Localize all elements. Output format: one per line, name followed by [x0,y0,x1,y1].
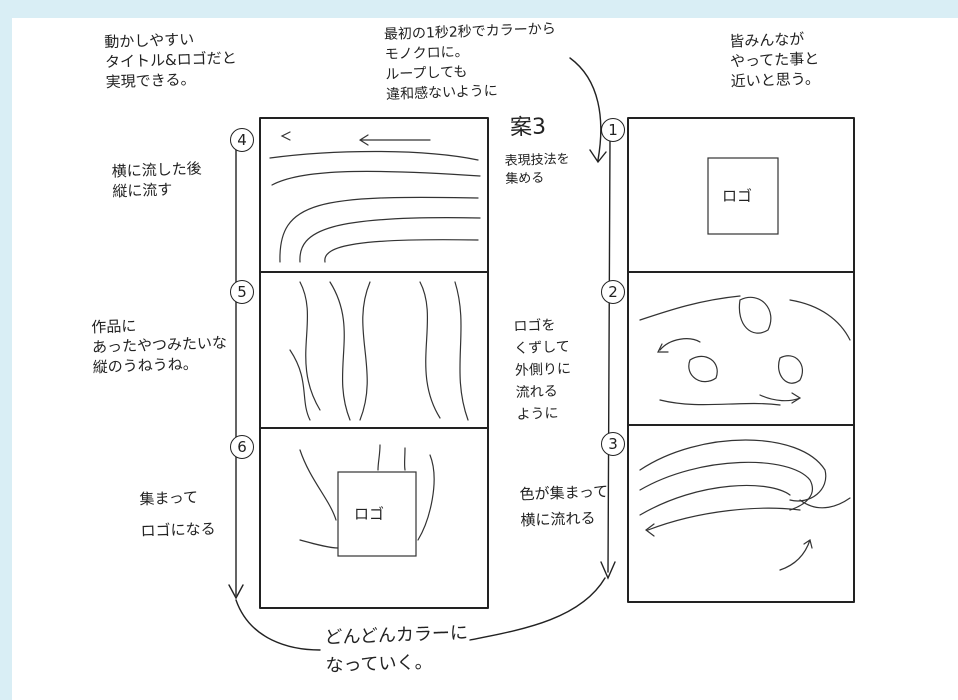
step4-note: 横に流した後 縦に流す [111,159,202,201]
panel1-logo-box [707,157,779,235]
step5-note: 作品に あったやつみたいな 縦のうねうね。 [91,316,228,377]
panel1-logo-label: ロゴ [722,187,753,205]
step3-note: 色が集まって 横に流れる [519,482,609,530]
bottom-note: どんどんカラーに なっていく。 [324,622,469,677]
note-top-right: 皆みんなが やってた事と 近いと思う。 [729,29,821,91]
step-6-badge: 6 [230,435,254,459]
step-1-badge: 1 [601,118,625,142]
panel6-logo-box [337,471,417,557]
right-storyboard-frame [627,117,855,603]
step2-note: ロゴを くずして 外側りに 流れる ように [513,317,572,423]
step-3-number: 3 [608,435,618,453]
left-storyboard-frame [259,117,489,609]
step-4-number: 4 [237,131,247,149]
step-5-number: 5 [237,283,247,301]
note-top-center: 最初の1秒2秒でカラーから モノクロに。 ループしても 違和感ないように [383,21,557,103]
step6-note: 集まって ロゴになる [139,488,216,541]
note-top-left: 動かしやすい タイトル&ロゴだと 実現できる。 [104,30,237,92]
step-4-badge: 4 [230,128,254,152]
step-3-badge: 3 [601,432,625,456]
step-2-number: 2 [608,283,618,301]
sketch-paper [12,18,958,700]
plan-title: 案3 [509,114,547,141]
step-1-number: 1 [608,121,618,139]
plan-subtitle: 表現技法を 集める [504,151,570,188]
step-5-badge: 5 [230,280,254,304]
panel6-logo-label: ロゴ [354,505,385,523]
step-6-number: 6 [237,438,247,456]
step-2-badge: 2 [601,280,625,304]
